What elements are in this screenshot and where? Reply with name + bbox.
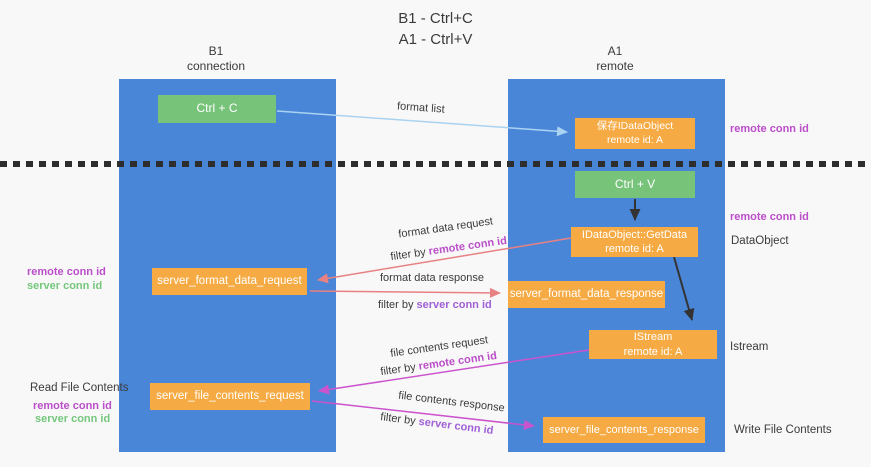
label-format-data-response: format data response [380,272,484,284]
title-line-1: B1 - Ctrl+C [398,10,473,27]
annotation-remote-conn-id-mid-right: remote conn id [730,211,809,223]
server-file-contents-response-label: server_file_contents_response [549,423,699,436]
lane-header-b1: B1 connection [146,44,286,74]
title-line-2: A1 - Ctrl+V [398,31,473,48]
istream-line2: remote id: A [623,345,683,358]
annotation-istream: Istream [730,341,769,353]
annotation-server-conn-id-mid-left: server conn id [27,280,103,292]
diagram-title: B1 - Ctrl+C A1 - Ctrl+V [0,8,871,50]
node-server-file-contents-request: server_file_contents_request [150,383,310,410]
node-server-file-contents-response: server_file_contents_response [543,417,705,443]
ctrl-c-label: Ctrl + C [196,101,238,116]
save-idataobject-line1: 保存IDataObject [596,119,674,132]
annotation-write-file-contents: Write File Contents [734,424,832,436]
node-istream: IStream remote id: A [589,330,717,359]
lane-b1-name: B1 [208,44,224,58]
node-server-format-data-response: server_format_data_response [508,281,665,308]
arrow-format-data-response [309,287,501,298]
lane-a1-subtitle: remote [596,59,634,73]
filter-prefix: filter by [379,361,417,379]
node-server-format-data-request: server_format_data_request [152,268,307,295]
annotation-remote-conn-id-top-right: remote conn id [730,123,809,135]
filter-key-server-conn-id: server conn id [417,415,495,437]
filter-prefix: filter by [378,299,414,311]
label-format-list: format list [396,100,446,116]
annotation-remote-conn-id-bottom-left: remote conn id [33,400,112,412]
annotation-server-conn-id-bottom-left: server conn id [35,413,111,425]
label-filter-by-server-conn-id-1: filter by server conn id [378,299,492,311]
server-format-data-response-label: server_format_data_response [509,288,664,301]
label-file-contents-response: file contents response [397,389,506,415]
filter-prefix: filter by [389,246,427,264]
lane-a1-name: A1 [607,44,623,58]
server-format-data-request-label: server_format_data_request [157,275,302,288]
istream-line1: IStream [633,331,673,344]
getdata-line1: IDataObject::GetData [581,228,688,241]
label-format-data-request: format data request [397,215,494,241]
annotation-read-file-contents: Read File Contents [30,382,129,394]
filter-key-server-conn-id: server conn id [416,299,492,311]
getdata-line2: remote id: A [605,243,664,255]
lane-header-a1: A1 remote [545,44,685,74]
filter-prefix: filter by [379,411,417,428]
label-filter-by-server-conn-id-2: filter by server conn id [380,411,494,437]
server-file-contents-request-label: server_file_contents_request [156,390,304,403]
annotation-remote-conn-id-mid-left: remote conn id [27,266,106,278]
node-ctrl-v: Ctrl + V [575,171,695,198]
node-idataobject-getdata: IDataObject::GetData remote id: A [571,227,698,257]
save-idataobject-line2: remote id: A [606,133,664,146]
lane-b1-subtitle: connection [186,59,246,73]
ctrl-v-label: Ctrl + V [614,176,656,191]
annotation-dataobject: DataObject [731,235,789,247]
filter-key-remote-conn-id: remote conn id [427,234,508,258]
node-ctrl-c: Ctrl + C [158,95,276,123]
node-save-idataobject: 保存IDataObject remote id: A [575,118,695,149]
